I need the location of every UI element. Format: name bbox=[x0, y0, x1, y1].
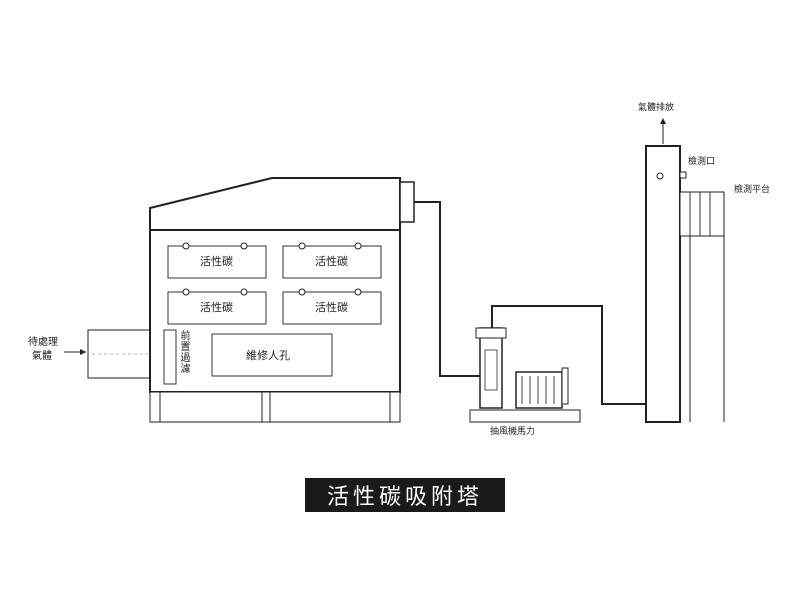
outlet-flange bbox=[399, 181, 415, 223]
carbon-module-3-label: 活性碳 bbox=[200, 301, 233, 314]
exhaust-stack bbox=[645, 145, 681, 423]
carbon-module-1-label: 活性碳 bbox=[200, 255, 233, 268]
duct-to-stack bbox=[491, 305, 648, 405]
tower-roof bbox=[149, 177, 401, 231]
diagram-title: 活性碳吸附塔 bbox=[305, 478, 505, 512]
exhaust-label: 氣體排放 bbox=[638, 103, 675, 113]
carbon-module-4 bbox=[282, 288, 382, 325]
carbon-module-4-label: 活性碳 bbox=[315, 301, 348, 314]
manhole bbox=[211, 333, 333, 377]
inlet-label-line-2: 氣體 bbox=[32, 351, 52, 362]
tower-base bbox=[149, 391, 401, 423]
inlet-label-line-1: 待處理 bbox=[28, 337, 58, 348]
manhole-label: 維修人孔 bbox=[246, 349, 290, 362]
exhaust-fan bbox=[469, 327, 581, 423]
inlet-arrow-head bbox=[80, 349, 86, 355]
carbon-module-3 bbox=[167, 288, 267, 325]
sample-port-label: 檢測口 bbox=[688, 157, 716, 167]
prefilter-label: 前置過濾 bbox=[178, 330, 189, 374]
carbon-module-2-label: 活性碳 bbox=[315, 255, 348, 268]
prefilter bbox=[163, 329, 177, 385]
carbon-module-1 bbox=[167, 242, 267, 279]
duct-to-fan bbox=[414, 201, 480, 377]
platform-label: 檢測平台 bbox=[734, 185, 771, 195]
carbon-module-2 bbox=[282, 242, 382, 279]
sample-port bbox=[679, 171, 687, 179]
sample-port-dot bbox=[656, 172, 664, 180]
exhaust-arrow-head bbox=[660, 118, 666, 124]
inspection-platform bbox=[679, 191, 725, 422]
fan-label: 抽風機馬力 bbox=[490, 427, 536, 437]
